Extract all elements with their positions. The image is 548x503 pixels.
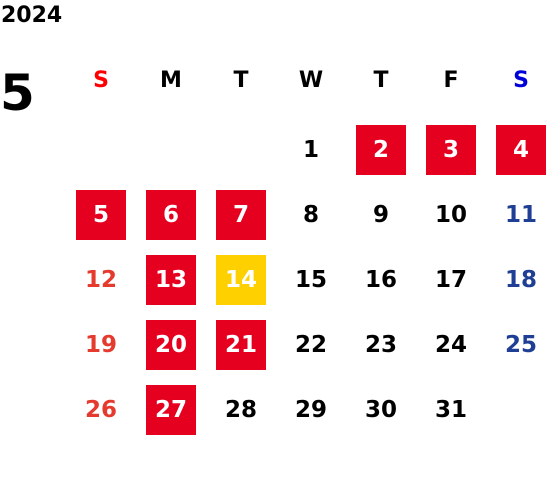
holiday-day-cell[interactable]: 2 (356, 125, 406, 175)
holiday-day-cell[interactable]: 20 (146, 320, 196, 370)
holiday-day-cell[interactable]: 6 (146, 190, 196, 240)
weekday-header: W (298, 67, 324, 93)
weekday-header: T (233, 67, 249, 93)
day-cell[interactable]: 16 (364, 267, 397, 293)
holiday-day-cell[interactable]: 27 (146, 385, 196, 435)
day-cell[interactable]: 1 (302, 137, 319, 163)
day-cell[interactable]: 28 (224, 397, 257, 423)
day-cell[interactable]: 24 (434, 332, 467, 358)
day-cell[interactable]: 18 (504, 267, 537, 293)
day-cell[interactable]: 15 (294, 267, 327, 293)
month-label: 5 (0, 64, 35, 122)
day-cell[interactable]: 9 (372, 202, 389, 228)
holiday-day-cell[interactable]: 21 (216, 320, 266, 370)
day-cell[interactable]: 12 (84, 267, 117, 293)
weekday-header: S (513, 67, 529, 93)
weekday-header: M (160, 67, 182, 93)
holiday-day-cell[interactable]: 7 (216, 190, 266, 240)
weekday-header: S (93, 67, 109, 93)
day-cell[interactable]: 23 (364, 332, 397, 358)
day-cell[interactable]: 29 (294, 397, 327, 423)
day-cell[interactable]: 25 (504, 332, 537, 358)
day-cell[interactable]: 10 (434, 202, 467, 228)
day-cell[interactable]: 19 (84, 332, 117, 358)
holiday-day-cell[interactable]: 3 (426, 125, 476, 175)
weekday-header: F (443, 67, 459, 93)
weekday-header: T (373, 67, 389, 93)
day-cell[interactable]: 26 (84, 397, 117, 423)
day-cell[interactable]: 30 (364, 397, 397, 423)
year-label: 2024 (1, 3, 63, 28)
holiday-day-cell[interactable]: 4 (496, 125, 546, 175)
day-cell[interactable]: 31 (434, 397, 467, 423)
holiday-day-cell[interactable]: 5 (76, 190, 126, 240)
day-cell[interactable]: 8 (302, 202, 319, 228)
day-cell[interactable]: 22 (294, 332, 327, 358)
holiday-day-cell[interactable]: 13 (146, 255, 196, 305)
day-cell[interactable]: 11 (504, 202, 537, 228)
highlighted-day-cell[interactable]: 14 (216, 255, 266, 305)
day-cell[interactable]: 17 (434, 267, 467, 293)
